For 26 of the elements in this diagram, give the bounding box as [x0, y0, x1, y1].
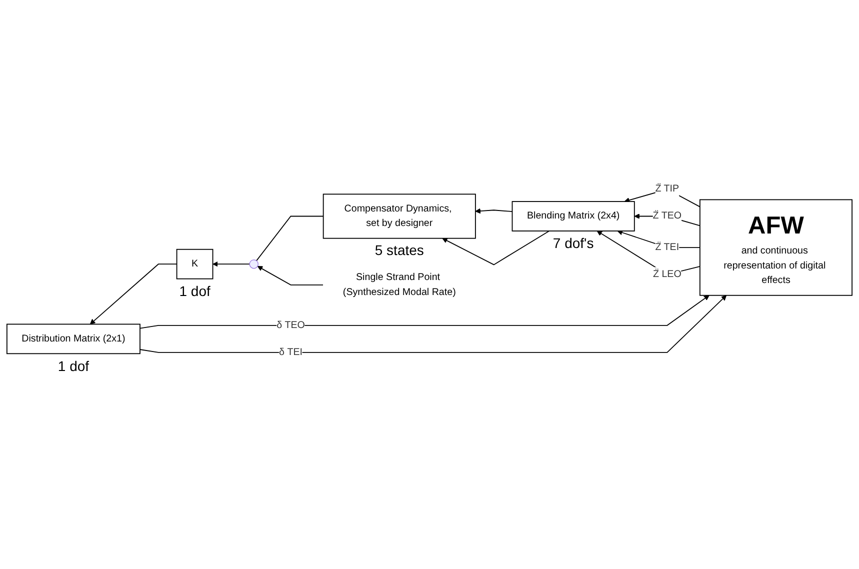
node-caption: 1 dof	[177, 282, 212, 299]
arrow	[617, 230, 700, 248]
edge-label: δ TEI	[279, 347, 302, 358]
node-caption: 5 states	[372, 242, 426, 258]
node-box: AFW and continuous representation of digital effects	[699, 199, 853, 296]
edge-label: δ TEO	[276, 320, 305, 330]
edge-label: Z̈ TEO	[652, 210, 682, 222]
edge-label: Z̈ TEI	[655, 242, 680, 253]
connector	[256, 216, 324, 262]
arrow	[140, 295, 710, 329]
node-cross	[249, 260, 258, 269]
arrow	[257, 266, 324, 286]
arrow	[475, 208, 513, 214]
node-box: K	[176, 249, 214, 280]
node-caption: 1 dof	[56, 358, 92, 374]
node-text: Single Strand Point (Synthesized Modal Rate)	[342, 272, 456, 298]
arrow	[90, 264, 178, 325]
edge-label: Z̈ LEO	[653, 269, 682, 280]
arrow	[442, 230, 550, 266]
node-caption: 7 dof's	[550, 235, 596, 252]
edge-label: Z̈ TIP	[655, 184, 680, 194]
arrow	[212, 262, 250, 267]
node-box: Blending Matrix (2x4)	[512, 201, 635, 232]
node-box: Distribution Matrix (2x1)	[6, 324, 140, 354]
arrow	[140, 295, 727, 354]
node-box: Compensator Dynamics, set by designer	[322, 194, 476, 239]
